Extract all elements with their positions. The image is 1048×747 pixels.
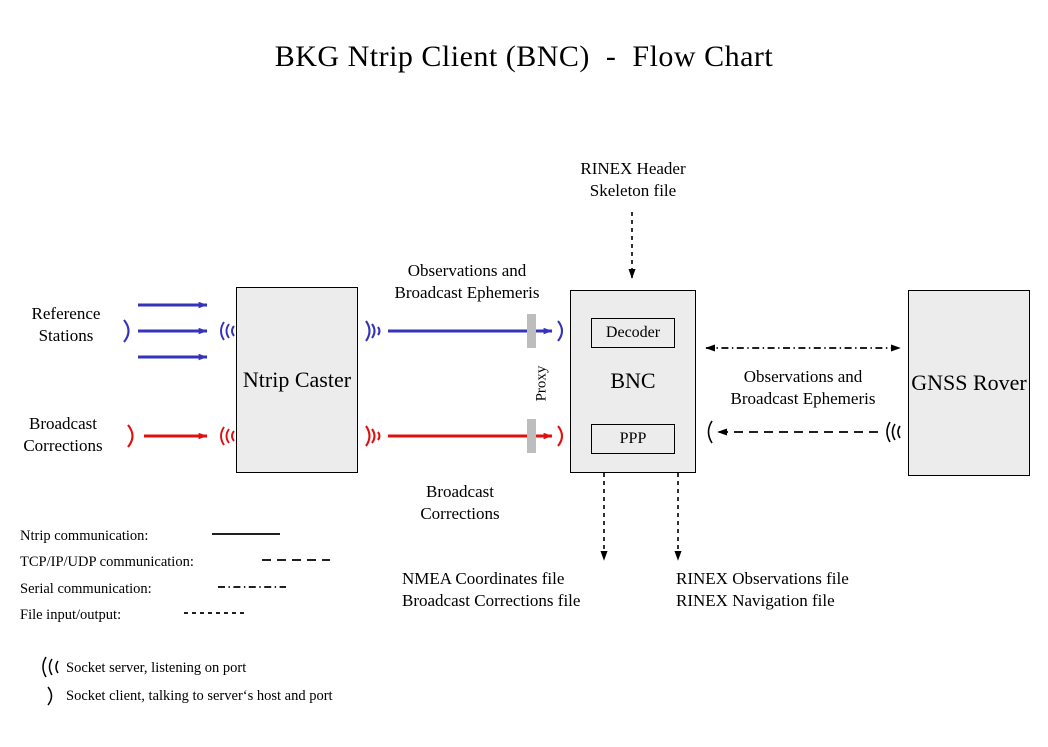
node-bnc-label: BNC	[610, 368, 656, 394]
socket-client-icon-bnc-in-red	[557, 425, 564, 447]
proxy-bar-top	[527, 314, 536, 348]
socket-client-icon-corrections	[127, 424, 134, 448]
legend-label-socket-client: Socket client, talking to server‘s host …	[66, 688, 333, 704]
legend-label-file-io: File input/output:	[20, 607, 122, 623]
label-observations-ephemeris-right: Observations and Broadcast Ephemeris	[730, 367, 876, 408]
node-decoder-label: Decoder	[605, 324, 661, 341]
legend-socket-server-icon	[42, 656, 59, 678]
socket-server-icon-caster-in-blue	[220, 321, 235, 341]
node-decoder[interactable]: Decoder	[591, 318, 675, 348]
legend-socket-client-icon	[47, 686, 53, 706]
node-gnss-rover[interactable]: GNSS Rover	[908, 290, 1030, 476]
node-ppp[interactable]: PPP	[591, 424, 675, 454]
socket-server-icon-caster-out-blue	[365, 320, 381, 342]
node-ppp-label: PPP	[619, 430, 647, 447]
legend-label-serial-communication: Serial communication:	[20, 581, 152, 597]
label-rinex-header-skeleton: RINEX Header Skeleton file	[580, 159, 686, 200]
label-broadcast-corrections-mid: Broadcast Corrections	[420, 482, 500, 523]
page-title: BKG Ntrip Client (BNC) - Flow Chart	[274, 40, 774, 73]
socket-client-icon-bnc-in-blue	[557, 320, 564, 342]
label-rinex-outputs: RINEX Observations file RINEX Navigation…	[676, 569, 849, 610]
label-observations-ephemeris-top: Observations and Broadcast Ephemeris	[394, 261, 540, 302]
socket-server-icon-rover	[886, 421, 901, 443]
node-ntrip-caster-label: Ntrip Caster	[242, 366, 352, 392]
socket-server-icon-caster-out-red	[365, 425, 381, 447]
proxy-label: Proxy	[533, 365, 550, 402]
node-gnss-rover-label: GNSS Rover	[911, 369, 1027, 395]
label-broadcast-corrections-left: Broadcast Corrections	[23, 414, 103, 455]
arrow-ref-stations-to-caster	[138, 301, 208, 361]
socket-server-icon-caster-in-red	[220, 426, 235, 446]
socket-client-icon-refstations	[123, 319, 130, 343]
legend-label-socket-server: Socket server, listening on port	[66, 660, 247, 676]
node-ntrip-caster[interactable]: Ntrip Caster	[236, 287, 358, 473]
socket-client-icon-bnc-out	[707, 420, 713, 444]
legend-label-ntrip-communication: Ntrip communication:	[20, 528, 149, 544]
legend-label-tcpip-communication: TCP/IP/UDP communication:	[20, 554, 194, 570]
label-reference-stations: Reference Stations	[31, 304, 101, 345]
proxy-bar-bottom	[527, 419, 536, 453]
label-nmea-outputs: NMEA Coordinates file Broadcast Correcti…	[402, 569, 581, 610]
